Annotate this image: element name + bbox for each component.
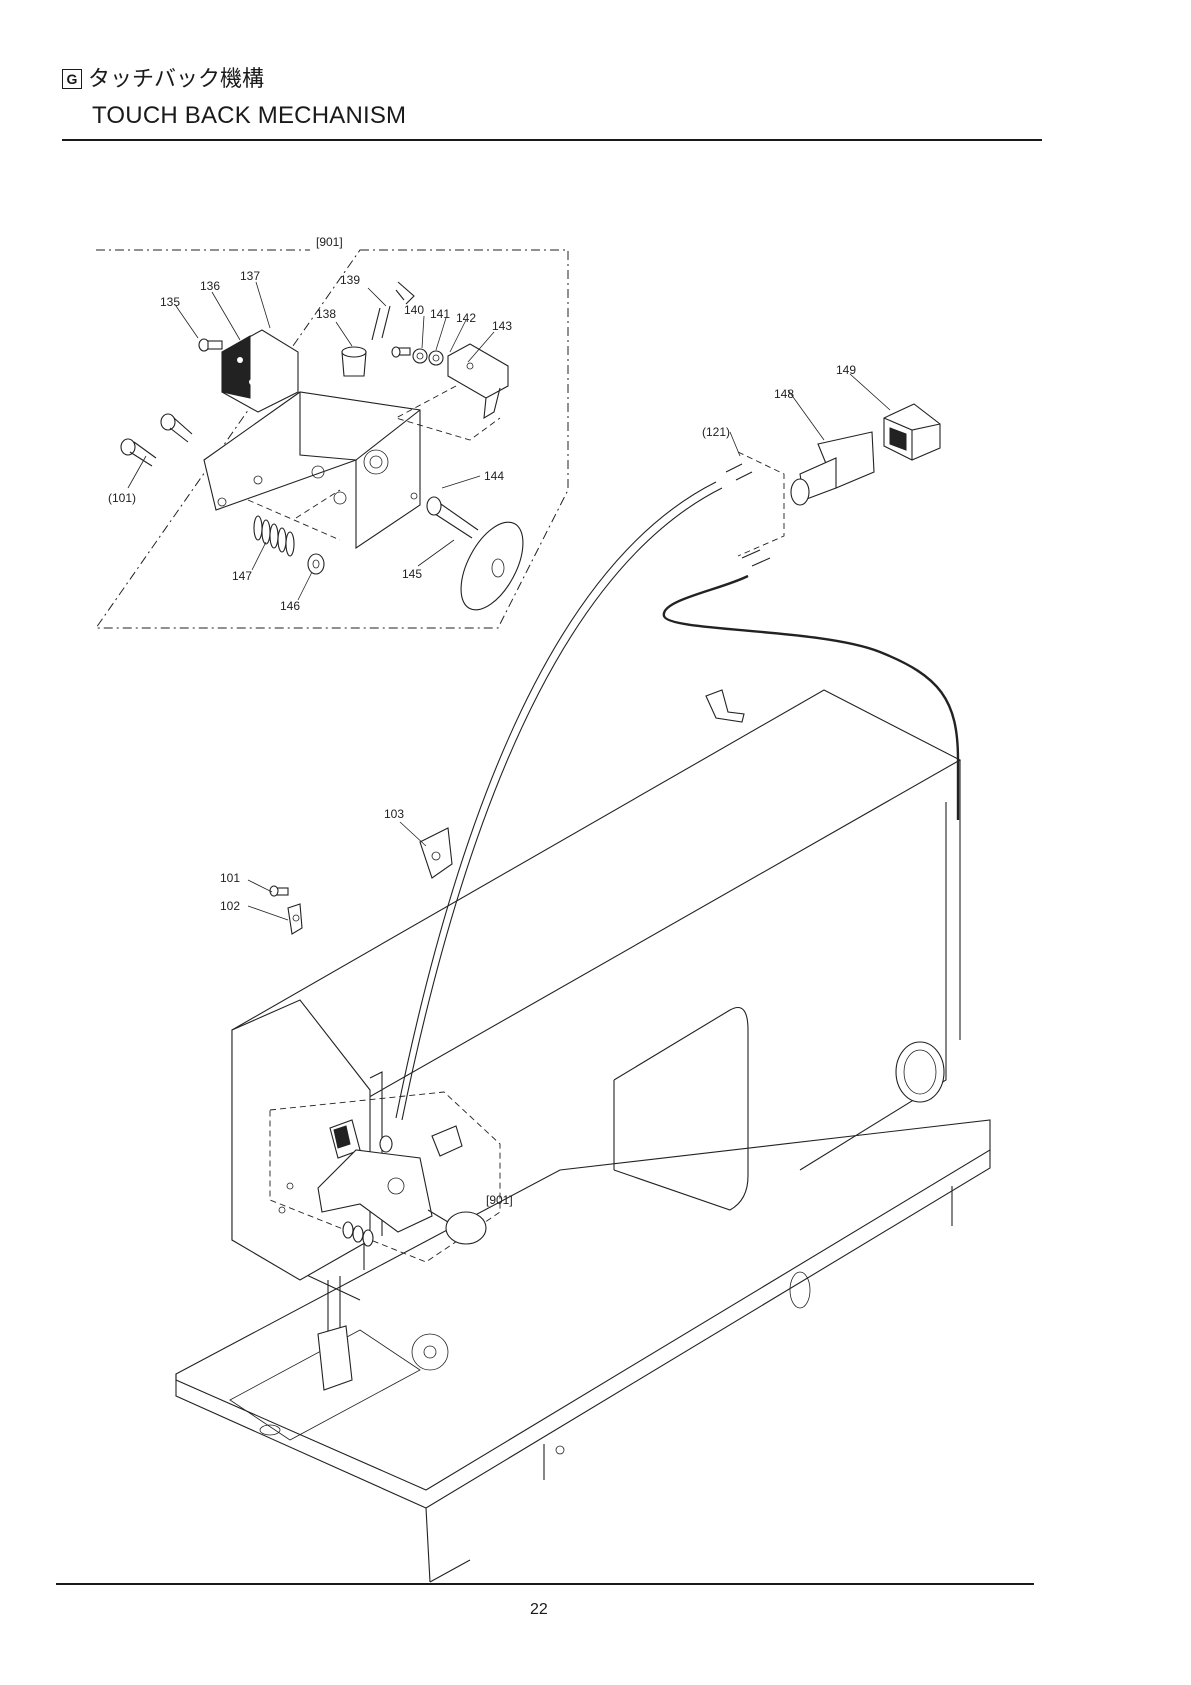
footer-rule	[56, 1583, 1034, 1585]
collar-138	[342, 347, 366, 376]
sewing-machine-body	[176, 690, 990, 1582]
callout-146: 146	[280, 599, 300, 613]
callout-assy-901: [901]	[316, 235, 343, 249]
callout-142: 142	[456, 311, 476, 325]
callout-141: 141	[430, 307, 450, 321]
callout-135: 135	[160, 295, 180, 309]
bracket-screws	[121, 414, 192, 466]
callout-145: 145	[402, 567, 422, 581]
callout-139: 139	[340, 273, 360, 287]
callout-121-ref: (121)	[702, 425, 730, 439]
callout-144: 144	[484, 469, 504, 483]
washers-140-142	[392, 347, 443, 365]
screw-135	[199, 339, 222, 351]
callout-102: 102	[220, 899, 240, 913]
switch-bracket	[204, 392, 420, 548]
callout-assy-901-body: [901]	[486, 1193, 513, 1207]
connector-assembly: (121) 148 149	[702, 363, 940, 566]
loose-parts: 103 101 102	[220, 690, 744, 934]
callout-137: 137	[240, 269, 260, 283]
callout-143: 143	[492, 319, 512, 333]
callout-147: 147	[232, 569, 252, 583]
callout-149: 149	[836, 363, 856, 377]
callout-136: 136	[200, 279, 220, 293]
spring-147	[248, 490, 340, 574]
callout-148: 148	[774, 387, 794, 401]
page-number: 22	[530, 1601, 548, 1619]
callout-140: 140	[404, 303, 424, 317]
callout-101: 101	[220, 871, 240, 885]
callout-101-ref: (101)	[108, 491, 136, 505]
callout-103: 103	[384, 807, 404, 821]
touch-pad-145	[427, 497, 536, 620]
callout-138: 138	[316, 307, 336, 321]
microswitch-part	[222, 330, 298, 412]
